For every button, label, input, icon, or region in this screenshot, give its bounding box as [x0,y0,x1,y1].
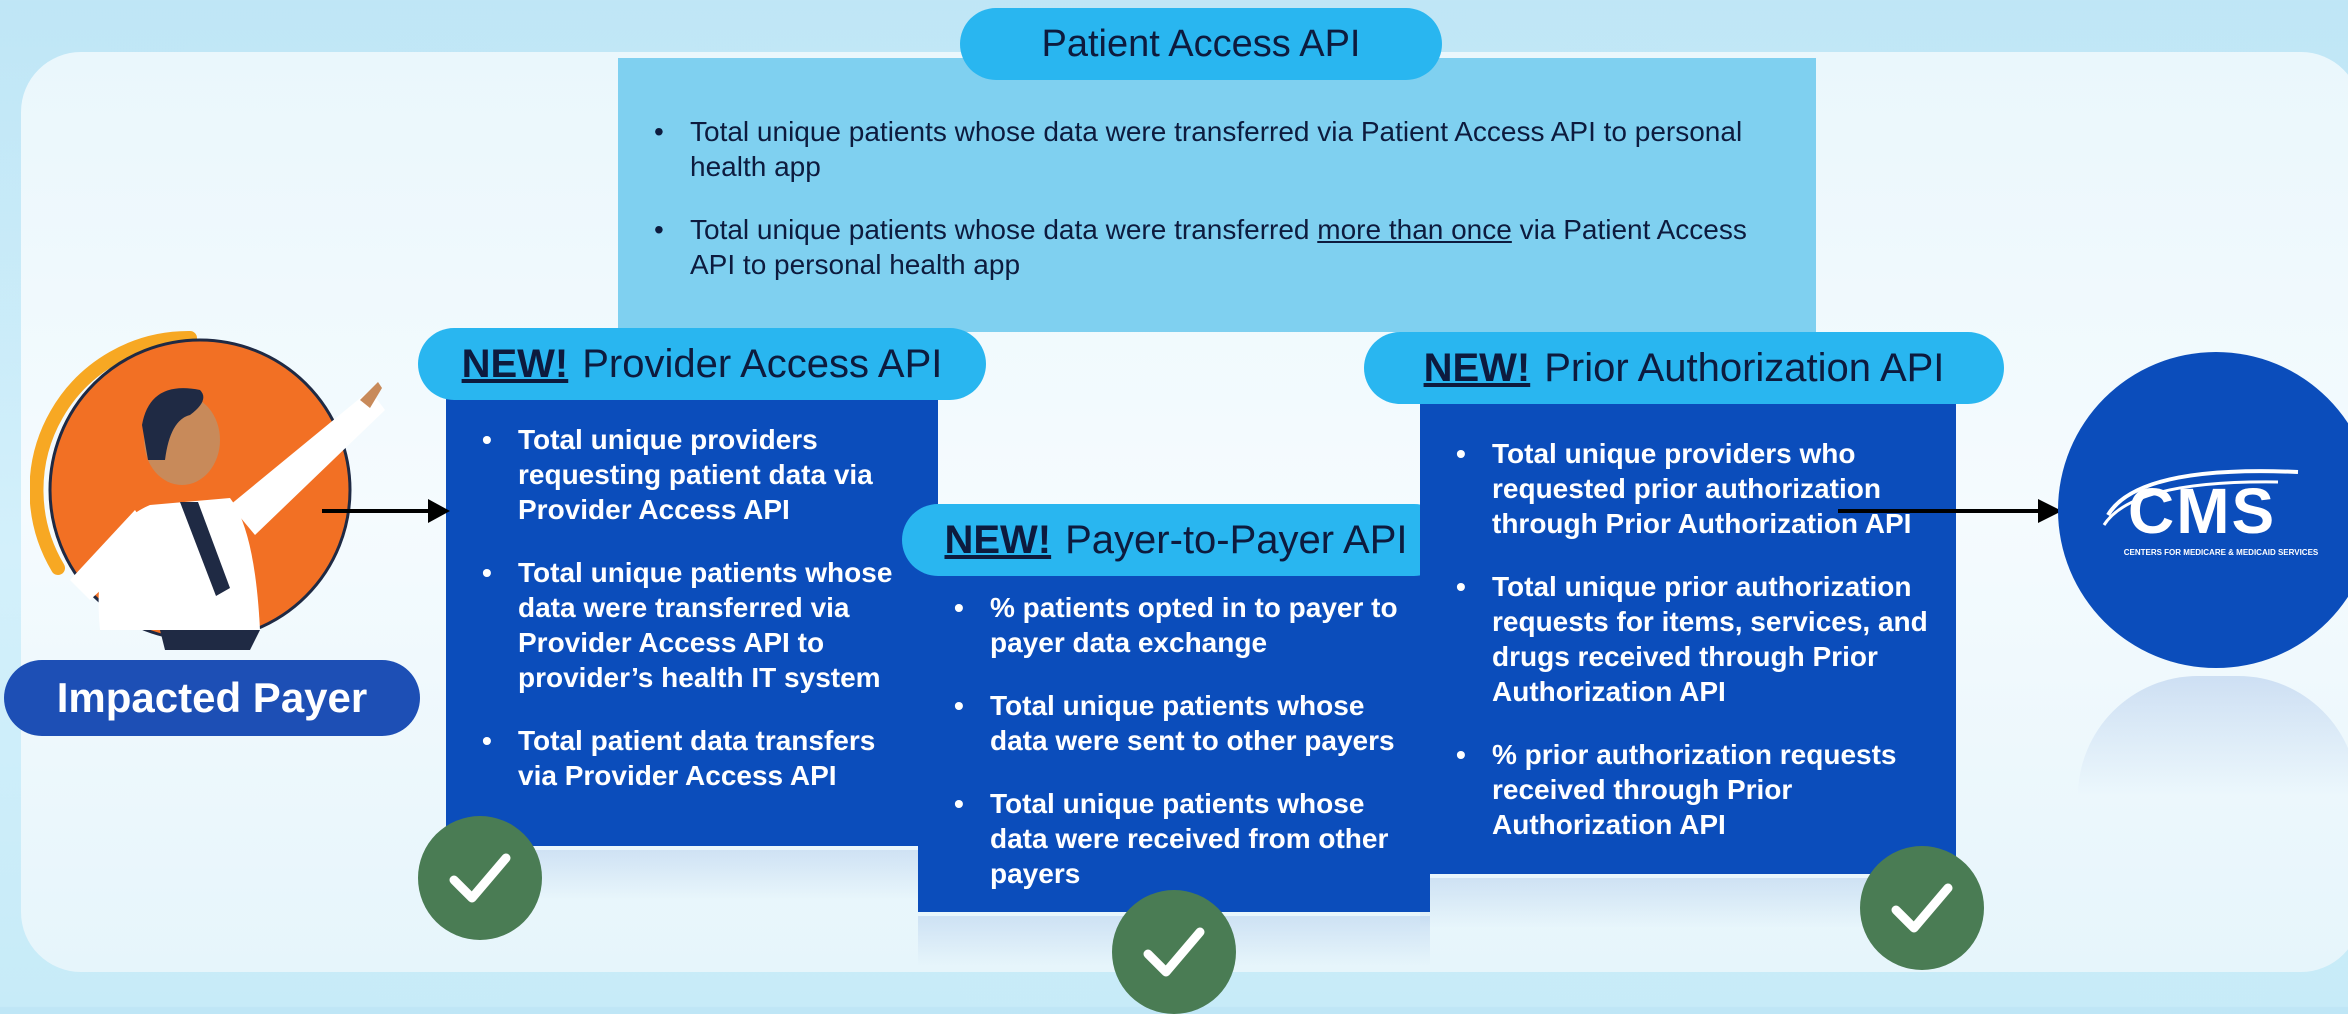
payer-to-payer-bullet-3: Total unique patients whose data were re… [954,786,1406,891]
prior-authorization-checkmark-icon [1860,846,1984,970]
payer-to-payer-bullet-1: % patients opted in to payer to payer da… [954,590,1406,660]
prior-authorization-title: NEW!Prior Authorization API [1364,332,2004,404]
provider-access-bullet-3: Total patient data transfers via Provide… [482,723,910,793]
payer-to-payer-title: NEW!Payer-to-Payer API [902,504,1450,576]
arrow-right-icon [1838,499,2062,523]
provider-access-checkmark-icon [418,816,542,940]
payer-to-payer-box: % patients opted in to payer to payer da… [918,564,1430,912]
prior-authorization-box: Total unique providers who requested pri… [1420,400,1956,874]
provider-access-title: NEW!Provider Access API [418,328,986,400]
payer-to-payer-bullet-2: Total unique patients whose data were se… [954,688,1406,758]
patient-access-bullet-1: Total unique patients whose data were tr… [654,114,1756,184]
prior-authorization-bullet-3: % prior authorization requests received … [1456,737,1928,842]
cms-logo-subtext: CENTERS FOR MEDICARE & MEDICAID SERVICES [2123,548,2319,557]
impacted-payer-label: Impacted Payer [4,660,420,736]
prior-authorization-bullet-2: Total unique prior authorization request… [1456,569,1928,709]
patient-access-box: Total unique patients whose data were tr… [618,58,1816,332]
patient-access-title: Patient Access API [960,8,1442,80]
patient-access-bullet-2: Total unique patients whose data were tr… [654,212,1756,282]
cms-logo-text: CMS [2128,475,2277,547]
payer-to-payer-checkmark-icon [1112,890,1236,1014]
provider-access-bullet-2: Total unique patients whose data were tr… [482,555,910,695]
provider-access-bullet-1: Total unique providers requesting patien… [482,422,910,527]
arrow-right-icon [322,499,450,523]
prior-authorization-bullet-1: Total unique providers who requested pri… [1456,436,1928,541]
cms-logo: CMS CENTERS FOR MEDICARE & MEDICAID SERV… [2058,352,2348,668]
provider-access-box: Total unique providers requesting patien… [446,394,938,846]
businessman-illustration [30,330,385,650]
